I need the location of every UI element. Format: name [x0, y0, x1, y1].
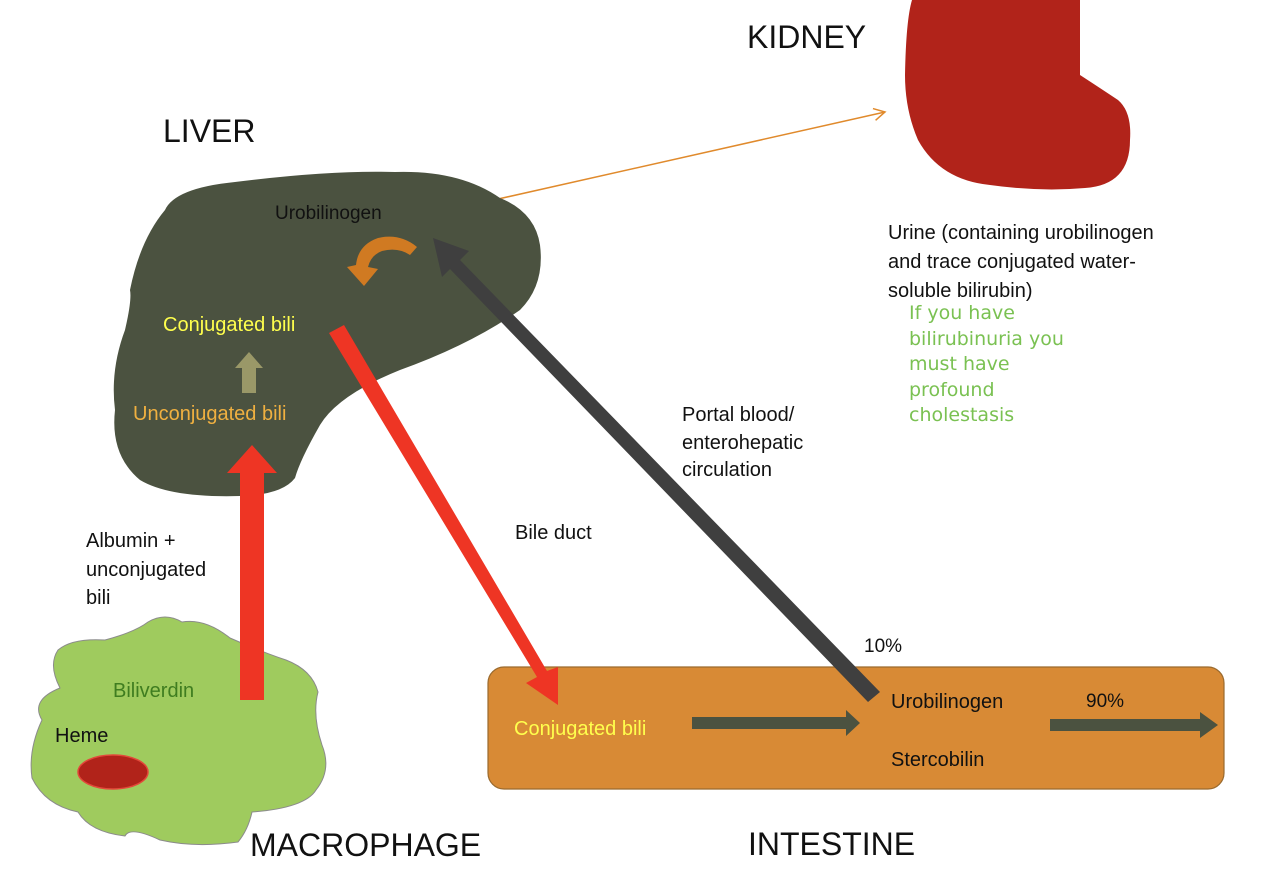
note-line-5: cholestasis [909, 404, 1015, 426]
urine-line-3: soluble bilirubin) [888, 280, 1033, 302]
albumin-transport-arrow [227, 445, 277, 700]
intestine-title: INTESTINE [748, 826, 916, 862]
urine-label: Urine (containing urobilinogen and trace… [888, 219, 1154, 306]
percent-90-label: 90% [1086, 691, 1125, 712]
intestine-urobilinogen-label: Urobilinogen [891, 691, 1004, 713]
liver-urobilinogen-label: Urobilinogen [275, 203, 382, 224]
urobilinogen-to-kidney-arrow [435, 107, 887, 214]
note-line-1: If you have [909, 302, 1015, 324]
liver-conjugated-bili-label: Conjugated bili [163, 314, 296, 336]
stercobilin-label: Stercobilin [891, 749, 985, 771]
urine-line-2: and trace conjugated water- [888, 251, 1136, 273]
urine-line-1: Urine (containing urobilinogen [888, 222, 1154, 244]
portal-line-1: Portal blood/ [682, 404, 795, 426]
heme-blob [77, 754, 149, 790]
biliverdin-label: Biliverdin [113, 680, 195, 702]
conjugation-up-arrow [235, 352, 263, 393]
note-line-4: profound [909, 378, 995, 401]
bile-duct-label: Bile duct [515, 522, 592, 544]
bile-duct-arrow [329, 325, 558, 705]
albumin-line-2: unconjugated [86, 558, 207, 581]
liver-unconjugated-bili-label: Unconjugated bili [133, 403, 287, 425]
kidney-shape [905, 0, 1131, 190]
albumin-line-3: bili [86, 587, 111, 609]
note-line-3: must have [909, 353, 1010, 375]
albumin-label: Albumin + unconjugated bili [86, 527, 206, 613]
portal-circulation-arrow [433, 238, 880, 702]
intestine-shape [487, 666, 1225, 790]
bilirubinuria-note: If you have bilirubinuria you must have … [909, 301, 1064, 429]
portal-line-2: enterohepatic [682, 431, 804, 454]
kidney-title: KIDNEY [747, 19, 867, 55]
liver-shape [113, 171, 541, 497]
intestine-flow-arrow [692, 710, 860, 736]
macrophage-title: MACROPHAGE [250, 827, 482, 863]
liver-title: LIVER [163, 113, 256, 149]
note-line-2: bilirubinuria you [909, 327, 1064, 350]
excretion-arrow [1050, 712, 1218, 738]
percent-10-label: 10% [864, 636, 903, 657]
heme-label: Heme [55, 725, 109, 747]
portal-line-3: circulation [682, 459, 773, 481]
portal-blood-label: Portal blood/ enterohepatic circulation [682, 402, 803, 485]
recycle-arrow [347, 236, 417, 286]
intestine-conjugated-bili-label: Conjugated bili [514, 718, 647, 740]
albumin-line-1: Albumin + [86, 530, 176, 552]
